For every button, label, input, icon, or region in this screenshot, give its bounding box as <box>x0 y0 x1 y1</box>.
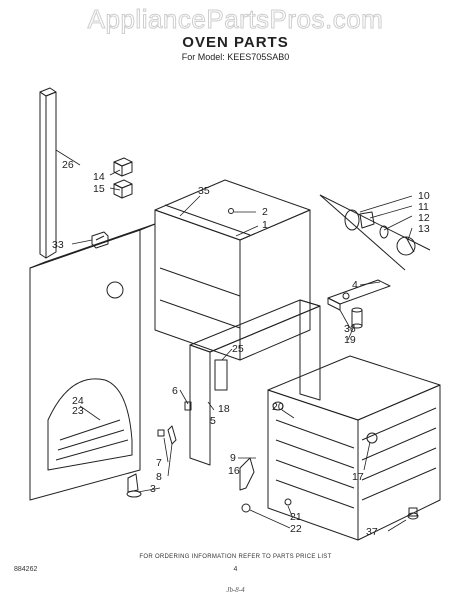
callout-12: 12 <box>418 212 430 224</box>
callout-24: 24 <box>72 395 84 407</box>
small-hardware <box>126 208 419 520</box>
watermark: AppliancePartsPros.com <box>87 4 384 35</box>
callout-19: 19 <box>344 334 356 346</box>
document-number: 884262 <box>14 566 38 573</box>
leader-lines <box>55 149 413 532</box>
callout-26: 26 <box>62 159 74 171</box>
callout-25: 25 <box>232 343 244 355</box>
oven-rack-box <box>267 355 441 541</box>
callout-9: 9 <box>230 452 236 464</box>
ordering-instruction: FOR ORDERING INFORMATION REFER TO PARTS … <box>139 554 332 560</box>
callout-5: 5 <box>210 415 216 427</box>
callout-18: 18 <box>218 403 230 415</box>
page-number: 4 <box>233 566 238 573</box>
callout-17: 17 <box>352 471 364 483</box>
callout-13: 13 <box>418 223 430 235</box>
page-title: OVEN PARTS <box>182 34 289 51</box>
callout-20: 20 <box>272 401 284 413</box>
callout-2: 2 <box>262 206 268 218</box>
callout-8: 8 <box>156 471 162 483</box>
callout-35: 35 <box>198 185 210 197</box>
cube-part-15 <box>113 179 133 199</box>
front-frame <box>189 299 321 466</box>
callout-33: 33 <box>52 239 64 251</box>
callout-labels: 26 14 15 33 35 2 1 10 11 12 13 4 36 19 2… <box>52 159 430 538</box>
bracket-part-33 <box>91 231 109 249</box>
pin-part-19 <box>351 307 363 329</box>
callout-16: 16 <box>228 465 240 477</box>
callout-6: 6 <box>172 385 178 397</box>
callout-10: 10 <box>418 190 430 202</box>
oven-liner-back <box>106 179 311 361</box>
callout-36: 36 <box>344 323 356 335</box>
callout-7: 7 <box>156 457 162 469</box>
callout-14: 14 <box>93 171 105 183</box>
callout-4: 4 <box>352 279 358 291</box>
callout-3: 3 <box>150 483 156 495</box>
cube-part-14 <box>113 157 133 177</box>
bar-part-4 <box>327 279 391 311</box>
cabinet-side-panel <box>29 223 156 501</box>
callout-23: 23 <box>72 405 84 417</box>
callout-22: 22 <box>290 523 302 535</box>
callout-11: 11 <box>418 201 429 213</box>
callout-21: 21 <box>290 511 302 523</box>
date-code: Jb-8-4 <box>226 586 245 594</box>
callout-37: 37 <box>366 526 378 538</box>
callout-15: 15 <box>93 183 105 195</box>
rail-part-26 <box>39 87 57 259</box>
callout-1: 1 <box>262 219 268 231</box>
light-assembly <box>319 194 431 271</box>
model-line: For Model: KEES705SAB0 <box>181 52 290 62</box>
